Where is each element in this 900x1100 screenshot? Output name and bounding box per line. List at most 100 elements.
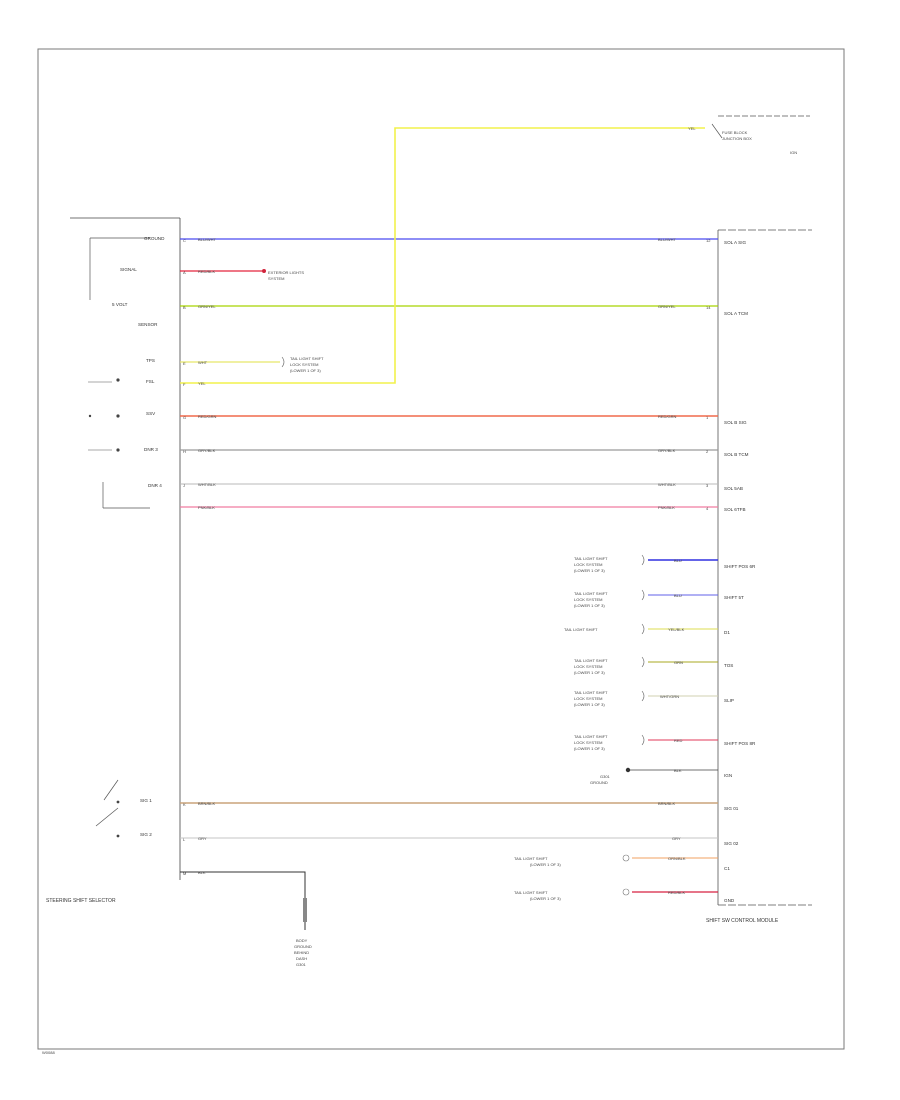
svg-text:TAIL LIGHT SHIFT: TAIL LIGHT SHIFT	[574, 658, 608, 663]
ref-note: EXTERIOR LIGHTS	[268, 270, 304, 275]
ref-note: TAIL LIGHT SHIFT	[290, 356, 324, 361]
pin-number: B	[183, 305, 186, 310]
ground-note: G301	[296, 962, 307, 967]
left-pin-numbers: C A B E F G H J K L M	[183, 238, 186, 876]
ground-note: GROUND	[294, 944, 312, 949]
pin-number: A	[183, 270, 186, 275]
connector-arrow-icon	[281, 356, 285, 368]
ground-note: DASH	[296, 956, 307, 961]
right-pin-label: C1	[724, 866, 730, 871]
wire-code-label: PNK/BLK	[198, 505, 215, 510]
pin-number: G	[183, 415, 186, 420]
right-pin-label: SHIFT POS 8R	[724, 741, 756, 746]
ground-ref: GROUND	[590, 780, 608, 785]
svg-text:(LOWER 1 OF 3): (LOWER 1 OF 3)	[574, 702, 605, 707]
wire-code-label: GRN/YEL	[198, 304, 216, 309]
wire-code-label: GRY	[672, 836, 681, 841]
pin-number: L	[183, 837, 186, 842]
right-pin-label: D1	[724, 630, 730, 635]
connector-arrow-icon	[641, 690, 645, 702]
right-pin-label: SIG 01	[724, 806, 739, 811]
right-pin-label: SOL B TCM	[724, 452, 749, 457]
pin-number: 1	[706, 415, 709, 420]
switch-contact-icon	[116, 834, 120, 838]
stub-ref-note: TAIL LIGHT SHIFT (LOWER 1 OF 3)	[514, 854, 630, 867]
pin-number: F	[183, 382, 186, 387]
switch-contact-icon	[116, 448, 120, 452]
stub-code: RED	[674, 738, 683, 743]
wire-blk	[180, 871, 306, 930]
right-component: SHIFT SW CONTROL MODULE SOL A SIG SOL A …	[706, 229, 812, 924]
connector-arrow-icon	[641, 656, 645, 668]
stub-code: BLU	[674, 558, 682, 563]
left-pin-label: DNR 4	[148, 483, 162, 488]
stub-ref-note: TAIL LIGHT SHIFT LOCK SYSTEM (LOWER 1 OF…	[574, 734, 645, 751]
pin-number: C	[183, 238, 186, 243]
ref-note: SYSTEM	[268, 276, 284, 281]
top-fuse-label: FUSE BLOCK	[722, 130, 748, 135]
pin-number: 2	[706, 449, 709, 454]
svg-text:LOCK SYSTEM: LOCK SYSTEM	[574, 562, 602, 567]
left-pin-label: GROUND	[144, 236, 165, 241]
ground-note: BODY	[296, 938, 308, 943]
pin-number: 14	[706, 305, 711, 310]
ground-connector-icon	[303, 898, 307, 922]
stub-code: GRN	[674, 660, 683, 665]
right-pin-label: SOL 5AB	[724, 486, 743, 491]
stub-code: ORN/BLK	[668, 856, 686, 861]
wire-code-label: GRY/BLK	[198, 448, 216, 453]
right-pin-label: IGN	[724, 773, 732, 778]
switch-contact-icon	[88, 414, 92, 418]
pin-number: H	[183, 449, 186, 454]
switch-contact-icon	[116, 414, 120, 418]
diagram-border	[37, 48, 845, 1050]
left-pin-label: DNR 3	[144, 447, 158, 452]
svg-text:LOCK SYSTEM: LOCK SYSTEM	[574, 740, 602, 745]
stub-ref-note: TAIL LIGHT SHIFT LOCK SYSTEM (LOWER 1 OF…	[574, 554, 645, 573]
wire-group	[180, 127, 718, 930]
stub-ref-note: TAIL LIGHT SHIFT (LOWER 1 OF 3)	[514, 888, 630, 901]
ground-note: BEHIND	[294, 950, 309, 955]
right-pin-label: SOL A TCM	[724, 311, 748, 316]
svg-text:LOCK SYSTEM: LOCK SYSTEM	[574, 696, 602, 701]
pin-number: E	[183, 361, 186, 366]
wire-code-label: YEL	[688, 126, 696, 131]
ref-note: (LOWER 1 OF 3)	[290, 368, 321, 373]
svg-text:(LOWER 1 OF 3): (LOWER 1 OF 3)	[574, 746, 605, 751]
left-component: GROUND SIGNAL 5 VOLT SENSOR TPS FSL SSV …	[46, 217, 181, 904]
svg-text:(LOWER 1 OF 3): (LOWER 1 OF 3)	[574, 603, 605, 608]
wire-code-label: BRN/BLK	[198, 801, 215, 806]
pin-number: 4	[706, 506, 709, 511]
corner-tag: W0088	[42, 1050, 55, 1055]
connector-icon	[622, 854, 630, 862]
wire-code-label: WHT/BLK	[198, 482, 216, 487]
wire-code-label: BLU/WHT	[198, 237, 217, 242]
splice-dot-icon	[262, 269, 266, 273]
connector-icon	[622, 888, 630, 896]
top-fuse-component: FUSE BLOCK JUNCTION BOX IGN	[711, 115, 810, 155]
wire-code-label: RED/GRN	[658, 414, 677, 419]
svg-text:(LOWER 1 OF 3): (LOWER 1 OF 3)	[574, 670, 605, 675]
right-stub-group: BLU BLU YEL/BLK GRN WHT/GRN RED BLK ORN/…	[514, 554, 718, 901]
left-lower-pin-label: SIG 1	[140, 798, 152, 803]
pin-number: 3	[706, 483, 709, 488]
ground-ref: G301	[600, 774, 611, 779]
left-component-label: STEERING SHIFT SELECTOR	[46, 898, 116, 904]
left-pin-label: SIGNAL	[120, 267, 137, 272]
svg-text:(LOWER 1 OF 3): (LOWER 1 OF 3)	[530, 896, 561, 901]
stub-ref-note: TAIL LIGHT SHIFT LOCK SYSTEM (LOWER 1 OF…	[574, 656, 645, 675]
left-wire-labels: BLU/WHT RED/BLK GRN/YEL WHT YEL RED/GRN …	[198, 237, 217, 875]
stub-code: BLU	[674, 593, 682, 598]
right-pin-label: GND	[724, 898, 735, 903]
wire-code-label: BRN/BLK	[658, 801, 675, 806]
svg-text:TAIL LIGHT SHIFT: TAIL LIGHT SHIFT	[574, 690, 608, 695]
pin-number: 12	[706, 238, 711, 243]
right-pin-label: TOS	[724, 663, 733, 668]
pin-number: M	[183, 871, 186, 876]
svg-text:TAIL LIGHT SHIFT: TAIL LIGHT SHIFT	[564, 627, 598, 632]
svg-text:(LOWER 1 OF 3): (LOWER 1 OF 3)	[530, 862, 561, 867]
wire-code-label: GRY	[198, 836, 207, 841]
right-pin-label: SLIP	[724, 698, 734, 703]
svg-text:LOCK SYSTEM: LOCK SYSTEM	[574, 664, 602, 669]
